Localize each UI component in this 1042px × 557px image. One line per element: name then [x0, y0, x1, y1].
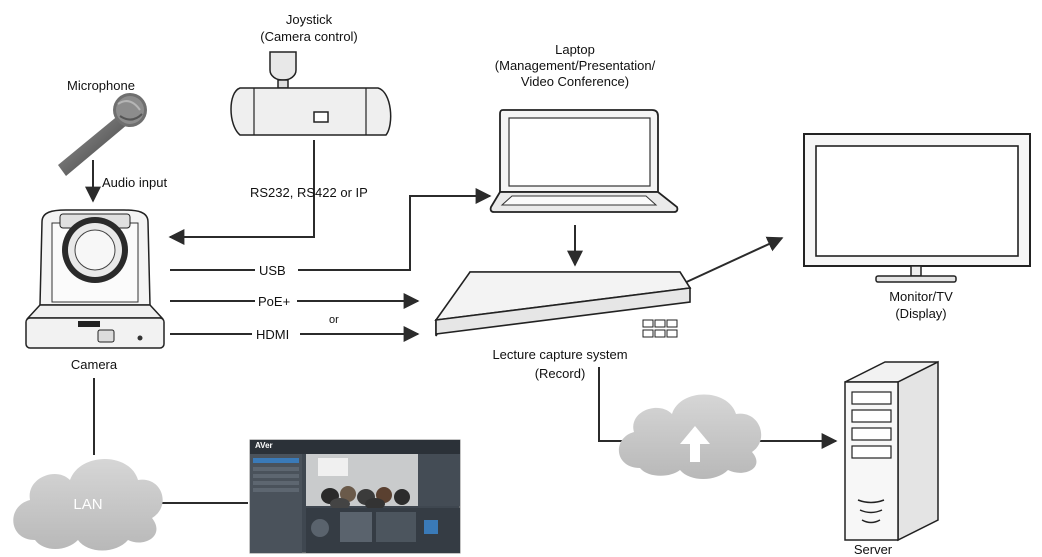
capture-to-monitor-arrow — [679, 236, 784, 286]
joystick-device — [230, 51, 392, 136]
usb-line-2 — [298, 188, 492, 271]
camera-title: Camera — [70, 357, 118, 372]
server-tower — [844, 360, 939, 542]
joystick-subtitle: (Camera control) — [260, 29, 358, 44]
poe-label: PoE+ — [258, 294, 291, 309]
laptop-title: Laptop — [555, 42, 595, 57]
audio-input-label: Audio input — [102, 175, 168, 190]
lecture-capture-title: Lecture capture system — [492, 347, 628, 362]
lecture-capture-subtitle: (Record) — [534, 366, 586, 381]
microphone-icon — [58, 93, 147, 176]
monitor-title: Monitor/TV — [889, 289, 953, 304]
laptop-description-line3: Video Conference) — [520, 74, 630, 89]
lecture-capture-box — [434, 271, 692, 338]
microphone-title: Microphone — [67, 78, 135, 93]
laptop-device — [489, 109, 679, 213]
lan-cloud — [13, 459, 163, 551]
lan-label: LAN — [73, 496, 103, 513]
rj45-port-icon — [313, 111, 329, 123]
usb-label: USB — [259, 263, 286, 278]
control-connection-label: RS232, RS422 or IP — [250, 185, 368, 200]
upload-arrow-icon — [680, 426, 710, 462]
server-title: Server — [853, 542, 893, 557]
laptop-description-line2: (Management/Presentation/ — [494, 58, 656, 73]
upload-cloud — [618, 394, 762, 479]
monitor-subtitle: (Display) — [895, 306, 947, 321]
monitor-device — [803, 133, 1031, 283]
or-label: or — [329, 314, 339, 326]
joystick-title: Joystick — [285, 12, 333, 27]
web-ui-screenshot — [249, 439, 461, 554]
web-ui-brand-logo: AVer — [255, 441, 273, 450]
hdmi-label: HDMI — [256, 327, 290, 342]
control-arrow — [168, 140, 315, 245]
ptz-camera — [25, 209, 165, 349]
